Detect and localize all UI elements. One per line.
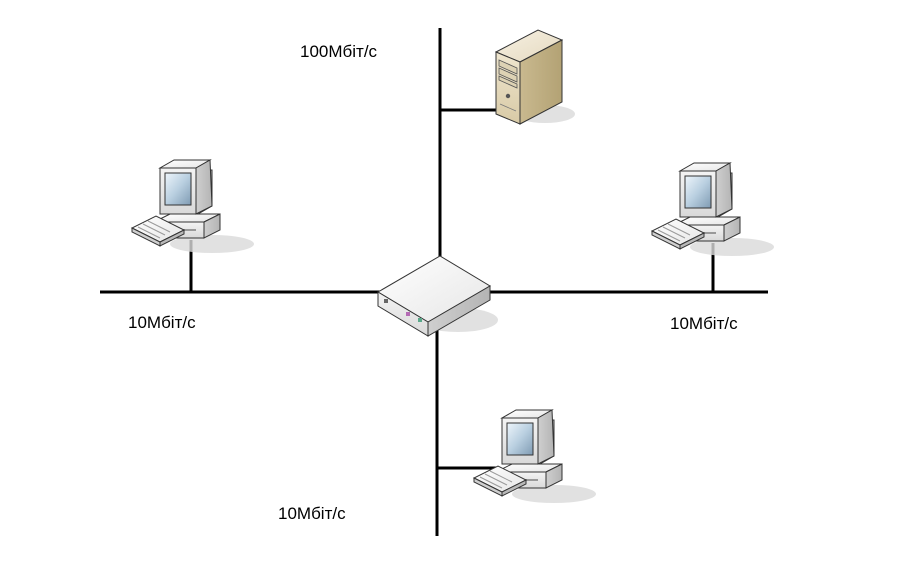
workstation-bottom-icon — [473, 409, 597, 504]
server-icon — [494, 29, 575, 125]
switch-icon — [377, 255, 498, 337]
workstation-right-icon — [651, 162, 775, 257]
speed-label-bottom: 10Мбіт/с — [278, 504, 346, 523]
speed-label-left: 10Мбіт/с — [128, 313, 196, 332]
speed-label-right: 10Мбіт/с — [670, 314, 738, 333]
speed-label-server: 100Мбіт/с — [300, 42, 378, 61]
workstation-left-icon — [131, 159, 255, 254]
